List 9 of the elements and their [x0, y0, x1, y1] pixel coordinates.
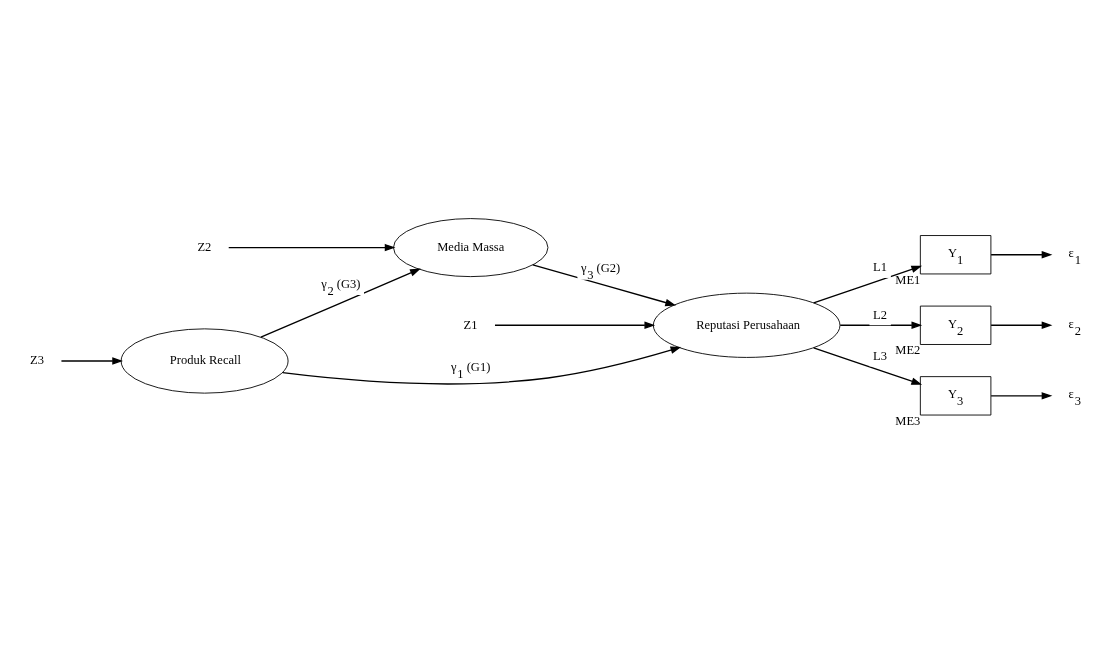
node-text: Z1: [463, 317, 478, 332]
node-label: ME1: [895, 272, 921, 287]
node-text: Z3: [30, 352, 44, 367]
node-text: Z2: [197, 239, 212, 254]
node-label: ME2: [895, 342, 921, 357]
edge-label: L2: [873, 307, 887, 322]
edge-label: L3: [873, 348, 887, 363]
edge-label: L1: [873, 259, 887, 274]
node-label: ME3: [895, 413, 921, 428]
